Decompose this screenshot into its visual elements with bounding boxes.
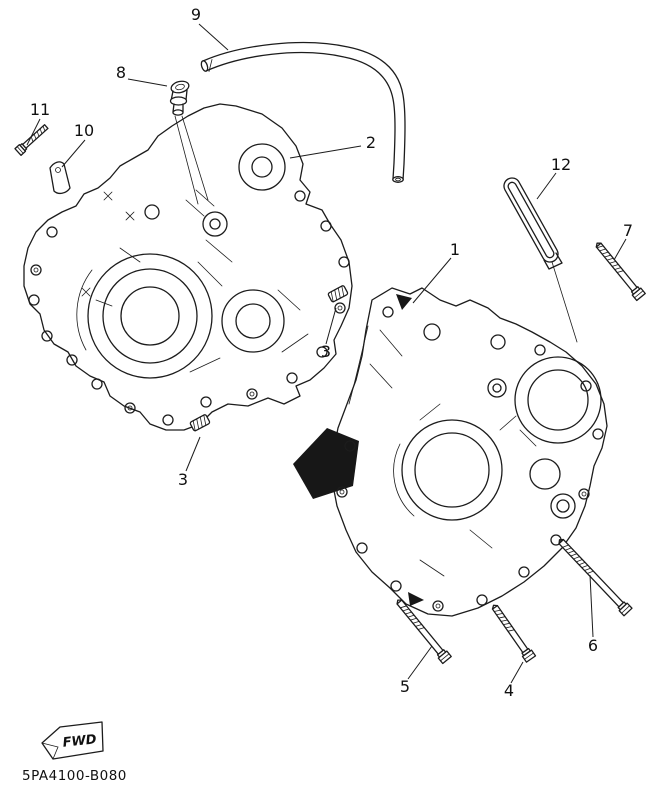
- left-case-bolt-holes: [28, 190, 350, 426]
- callout-8-1: 8: [115, 63, 127, 82]
- callout-6-10: 6: [587, 636, 599, 655]
- leader-7: [613, 238, 627, 261]
- clutch-bore: [514, 356, 602, 444]
- dowel-pin-upper: [327, 285, 349, 303]
- leader-2: [289, 145, 362, 159]
- breather-hose: [200, 41, 406, 183]
- bolt-6: [558, 538, 633, 617]
- bolt-4: [491, 604, 537, 663]
- callout-7-6: 7: [622, 221, 634, 240]
- leader-9: [198, 23, 229, 51]
- bolt-5: [396, 599, 452, 665]
- right-crankcase-half: [293, 287, 608, 617]
- leader-5: [407, 645, 433, 680]
- callout-4-12: 4: [503, 681, 515, 700]
- callout-12-5: 12: [550, 155, 572, 174]
- leader-lines: [26, 23, 627, 684]
- breather-fitting: [169, 80, 209, 205]
- main-bearing-bore: [87, 253, 213, 379]
- leader-3-lower: [185, 436, 201, 472]
- main-bearing-bore-right: [401, 419, 503, 521]
- secondary-bore: [221, 289, 285, 353]
- upper-boss: [238, 143, 286, 191]
- leader-8: [127, 78, 168, 87]
- washer-plate-10: [49, 161, 71, 195]
- callout-3-8: 3: [320, 342, 332, 361]
- bracket-stay: [503, 177, 578, 343]
- callout-5-11: 5: [399, 677, 411, 696]
- callout-9-0: 9: [190, 5, 202, 24]
- bolt-11: [14, 124, 49, 156]
- leader-4: [510, 661, 524, 684]
- left-case-ribs: [81, 189, 309, 373]
- fwd-arrow: FWD: [41, 721, 104, 760]
- callout-3-9: 3: [177, 470, 189, 489]
- callout-2-4: 2: [365, 133, 377, 152]
- dowel-pin-lower: [189, 414, 211, 432]
- right-case-ribs: [369, 329, 537, 577]
- callout-11-2: 11: [29, 100, 51, 119]
- fwd-label: FWD: [62, 732, 98, 750]
- bolt-7: [595, 242, 646, 302]
- leader-3-upper: [325, 307, 337, 345]
- leader-1: [412, 257, 452, 304]
- diagram-code: 5PA4100-B080: [22, 768, 127, 784]
- leader-10: [61, 139, 86, 168]
- leader-12: [536, 172, 557, 200]
- leader-6: [589, 574, 594, 638]
- shadow-pocket: [293, 428, 359, 499]
- left-crankcase-half: [23, 103, 353, 431]
- callout-1-7: 1: [449, 240, 461, 259]
- leader-11: [26, 118, 41, 146]
- callout-10-3: 10: [73, 121, 95, 140]
